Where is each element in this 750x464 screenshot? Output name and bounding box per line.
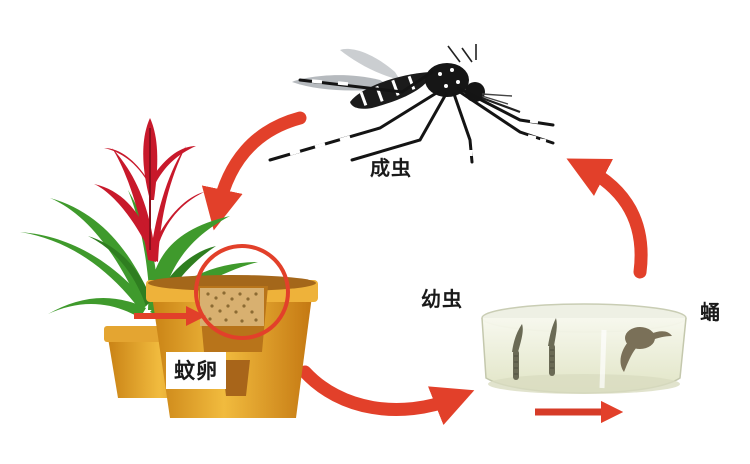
larva-dish-icon [481, 303, 687, 394]
flower-pot-icon [20, 118, 318, 418]
label-adult: 成虫 [370, 156, 412, 180]
arrow-adult-to-egg-icon [201, 111, 307, 231]
arrow-egg-to-larva-icon [298, 365, 475, 426]
label-larva: 幼虫 [421, 287, 463, 311]
label-pupa: 蛹 [700, 300, 721, 324]
mosquito-adult-icon [268, 44, 555, 164]
cycle-arrows [201, 111, 648, 426]
label-egg: 蚊卵 [166, 352, 226, 389]
arrow-pupa-to-adult-icon [566, 158, 648, 279]
